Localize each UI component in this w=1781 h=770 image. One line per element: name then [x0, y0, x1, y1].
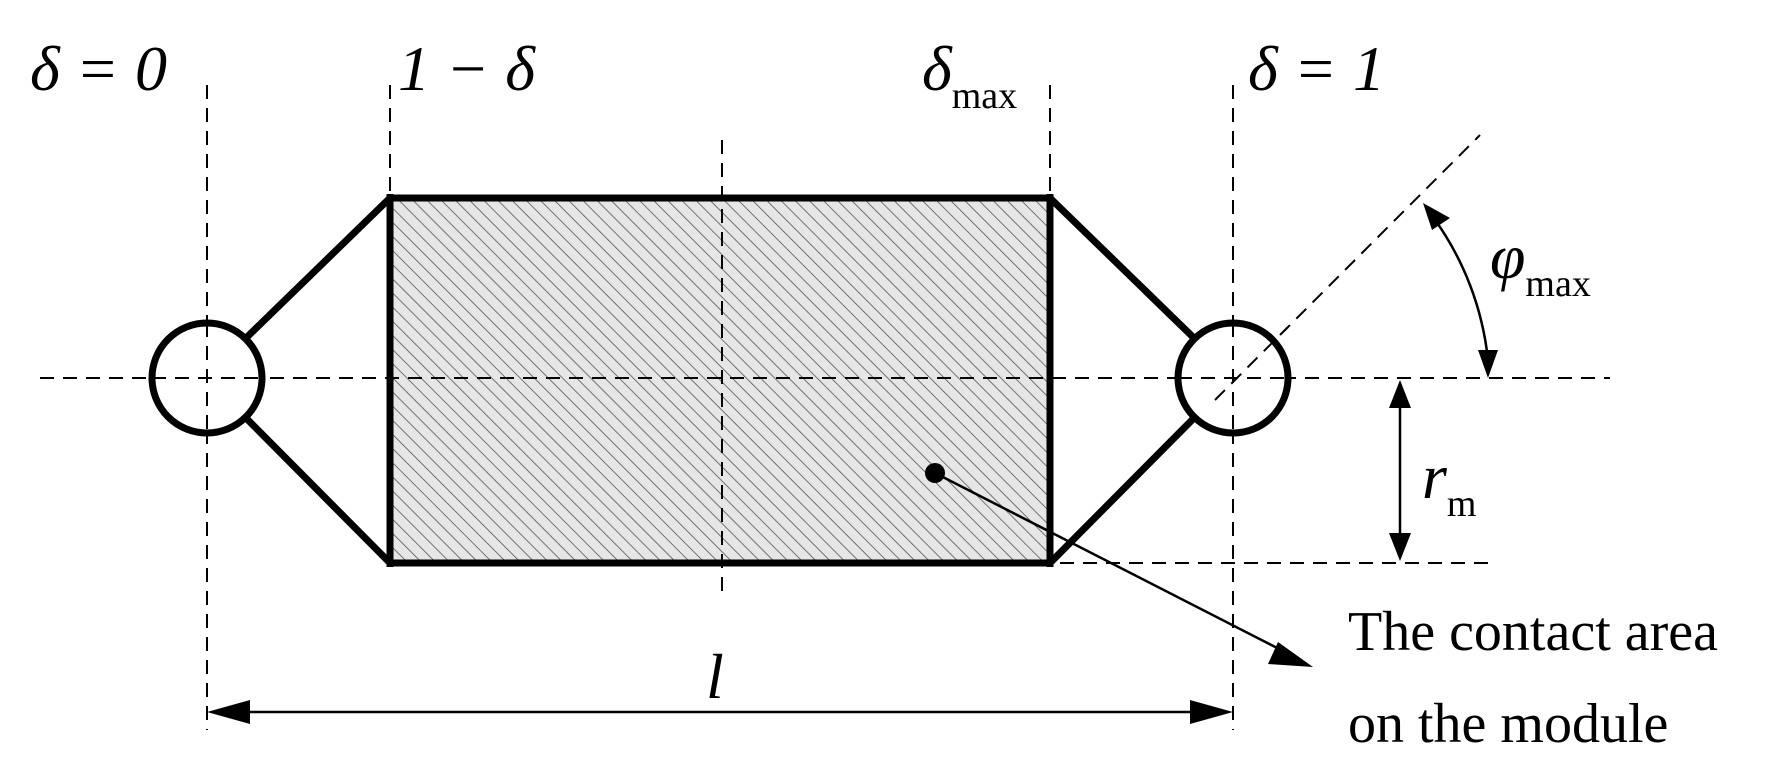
label-r-m: rm [1422, 441, 1476, 525]
label-delta-max: δmax [922, 33, 1017, 117]
label-delta-one: δ = 1 [1248, 33, 1385, 104]
delta-max-symbol: δ [922, 33, 953, 104]
phi-max-arc [1423, 203, 1498, 378]
label-phi-max: φmax [1490, 221, 1591, 305]
label-length: l [706, 641, 724, 712]
length-dimension-arrow [207, 700, 1233, 724]
annotation-text-line1: The contact area [1348, 601, 1718, 663]
phi-subscript: max [1525, 263, 1590, 305]
delta-max-subscript: max [952, 75, 1017, 117]
contact-area-hatched [390, 198, 1050, 563]
r-symbol: r [1422, 441, 1448, 512]
rm-dimension-arrow [1389, 380, 1411, 561]
angle-reference-line [1214, 134, 1481, 401]
phi-symbol: φ [1490, 221, 1525, 292]
label-one-minus-delta: 1 − δ [398, 33, 536, 104]
r-subscript: m [1447, 483, 1477, 525]
module-body [242, 194, 1198, 567]
label-delta-zero: δ = 0 [30, 33, 167, 104]
annotation-text-line2: on the module [1348, 693, 1668, 755]
annotation-leader [925, 463, 1313, 667]
